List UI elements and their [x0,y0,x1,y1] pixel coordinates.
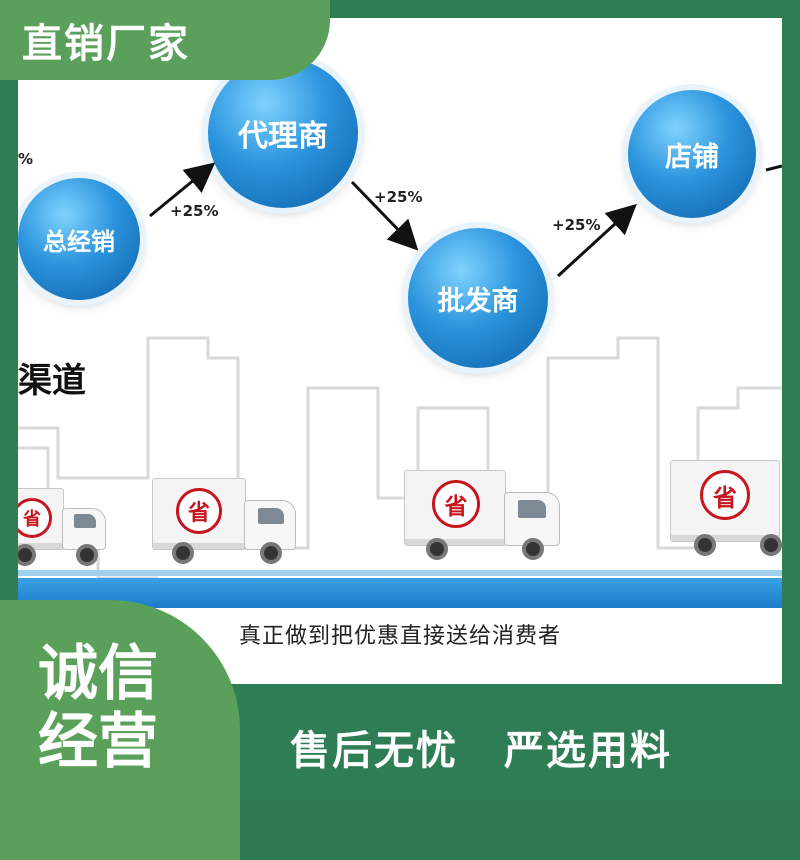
bottom-tag-text: 诚信 经营 [38,640,158,776]
markup-label-1: +25% [170,202,219,220]
road-stripe [18,570,782,576]
bottom-bar: 售后无忧 严选用料 [290,712,790,782]
bottom-tag-line-2: 经营 [38,707,158,777]
flow-node-agent: 代理商 [208,58,358,208]
slogan: 真正做到把优惠直接送给消费者 [238,624,561,649]
sheng-stamp: 省 [432,480,480,528]
sheng-stamp: 省 [18,498,52,538]
flow-node-wholesaler: 批发商 [408,228,548,368]
sheng-stamp: 省 [700,470,750,520]
flow-arrows [149,162,782,278]
bottom-bar-item: 售后无忧 [290,728,458,774]
top-tag: 直销厂家 [0,0,330,80]
flow-node-general-distributor: 总经销 [18,178,140,300]
road [18,578,782,608]
city-skyline [18,336,782,580]
markup-label-3: +25% [552,216,601,234]
sheng-stamp: 省 [176,488,222,534]
flow-node-store: 店铺 [628,90,756,218]
markup-label-2: +25% [374,188,423,206]
bottom-bar-item: 严选用料 [504,728,672,774]
bottom-tag-line-1: 诚信 [38,639,158,709]
edge-percent-fragment: % [18,150,34,168]
channel-label: 渠道 [18,361,86,401]
channel-illustration: 渠道 % 总经销 代理商 批发商 店铺 +25% +25% +25% 省 省 [18,18,782,684]
